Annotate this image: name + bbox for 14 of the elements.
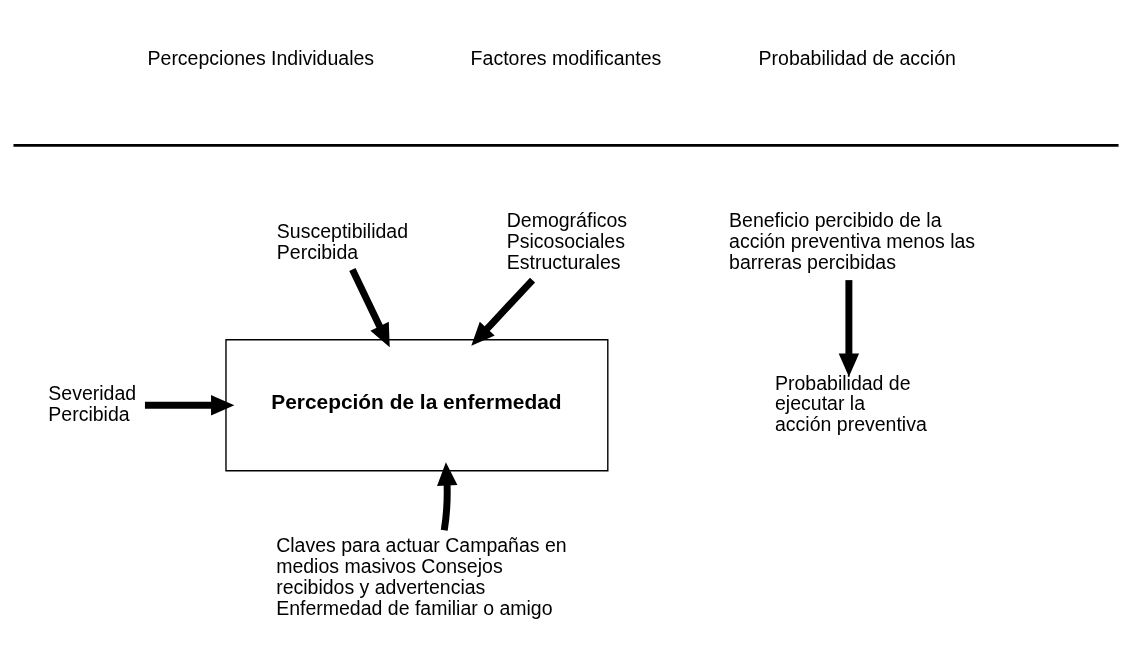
label: Percepciones Individuales	[147, 46, 375, 69]
node-box: Percepción de la enfermedad	[225, 339, 609, 472]
node-text: Susceptibilidad Percibida	[276, 219, 409, 263]
node-text: Severidad Percibida	[48, 381, 137, 425]
node-text: Claves para actuar Campañas en medios masivos Consejos recibidos y advertencias Enfermedad de familiar o amigo	[276, 533, 567, 619]
arrow	[349, 268, 390, 348]
label: Factores modificantes	[470, 46, 662, 69]
node-text: Beneficio percibido de la acción preventiva menos las barreras percibidas	[729, 209, 976, 273]
node-text: Demográficos Psicosociales Estructurales	[506, 209, 628, 273]
node-text: Probabilidad de ejecutar la acción preventiva	[775, 371, 927, 436]
arrow	[144, 395, 235, 416]
arrow	[437, 462, 458, 531]
arrow	[471, 277, 536, 346]
label: Probabilidad de acción	[758, 46, 956, 69]
